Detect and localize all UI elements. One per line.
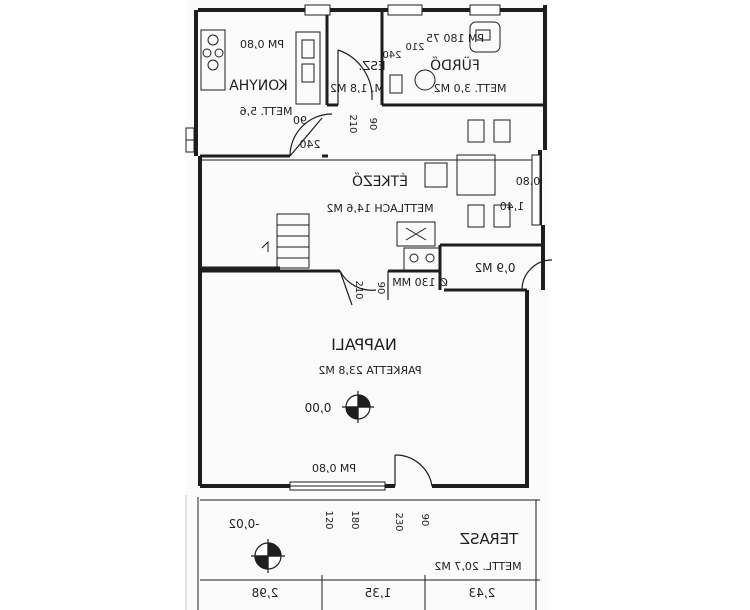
dim-90b: 90 [367, 118, 378, 131]
dim-120: 120 [323, 510, 334, 529]
terrace-level: -0,02 [228, 517, 259, 531]
bath-fixtures [389, 21, 501, 94]
dim-90c: 90 [375, 282, 386, 295]
dining-floor: METTLACH 14,6 M2 [326, 202, 433, 215]
dim-240a: 240 [300, 138, 321, 151]
dim-080: 0,80 [516, 175, 541, 188]
living-pm: PM 0,80 [312, 462, 356, 475]
windows [185, 4, 541, 491]
pipe-diameter: Ø 130 MM [392, 276, 448, 289]
terrace-lines [185, 495, 540, 610]
room-labels: KONYHA METT. 5,6 PM 0,80 FÜRDŐ METT. 3,0… [228, 32, 521, 573]
dim-230: 230 [393, 512, 404, 531]
living-floor: PARKETTA 23,8 M2 [318, 364, 421, 377]
kitchen-floor: METT. 5,6 [240, 105, 293, 118]
dim-140: 1,40 [500, 200, 525, 213]
dim-210c: 210 [353, 280, 364, 299]
living-name: NAPPALI [331, 335, 397, 354]
kitchen-name: KONYHA [229, 78, 288, 94]
dining-fixtures [396, 119, 511, 271]
kitchen-fixtures [200, 29, 321, 105]
living-level: 0,00 [305, 401, 332, 415]
terrace-floor: METTL. 20,7 M2 [434, 560, 521, 573]
dim-180: 180 [349, 510, 360, 529]
small-room-area: 0,9 M2 [475, 261, 516, 275]
corridor-name: ESZ. [358, 59, 385, 73]
dimension-labels: 240 90 240 0,80 1,40 210 90 210 90 120 1… [252, 42, 541, 600]
bathroom-pm: PM 180 75 [426, 32, 484, 45]
bathroom-floor: METT. 3,0 M2 [434, 82, 507, 95]
dim-90a: 90 [293, 114, 307, 127]
dim-210a: 210 [347, 114, 358, 133]
doors [289, 49, 553, 487]
inner-walls [200, 10, 545, 292]
dim-90d: 90 [419, 514, 430, 527]
bathroom-name: FÜRDŐ [430, 56, 480, 74]
level-markers [251, 391, 374, 573]
bottom-dim-243: 2,43 [469, 586, 496, 600]
terrace-name: TERASZ [460, 530, 520, 548]
stairs [261, 213, 310, 269]
kitchen-pm: PM 0,80 [240, 38, 284, 51]
paper-sheet [186, 0, 548, 610]
corridor-area: M. 1,8 M2 [330, 82, 384, 95]
bottom-dim-298: 2,98 [252, 586, 279, 600]
dim-210b: 210 [405, 42, 424, 53]
dining-name: ÉTKEZŐ [352, 172, 408, 190]
bottom-dim-135: 1,35 [365, 586, 392, 600]
dim-240b: 240 [382, 50, 401, 61]
